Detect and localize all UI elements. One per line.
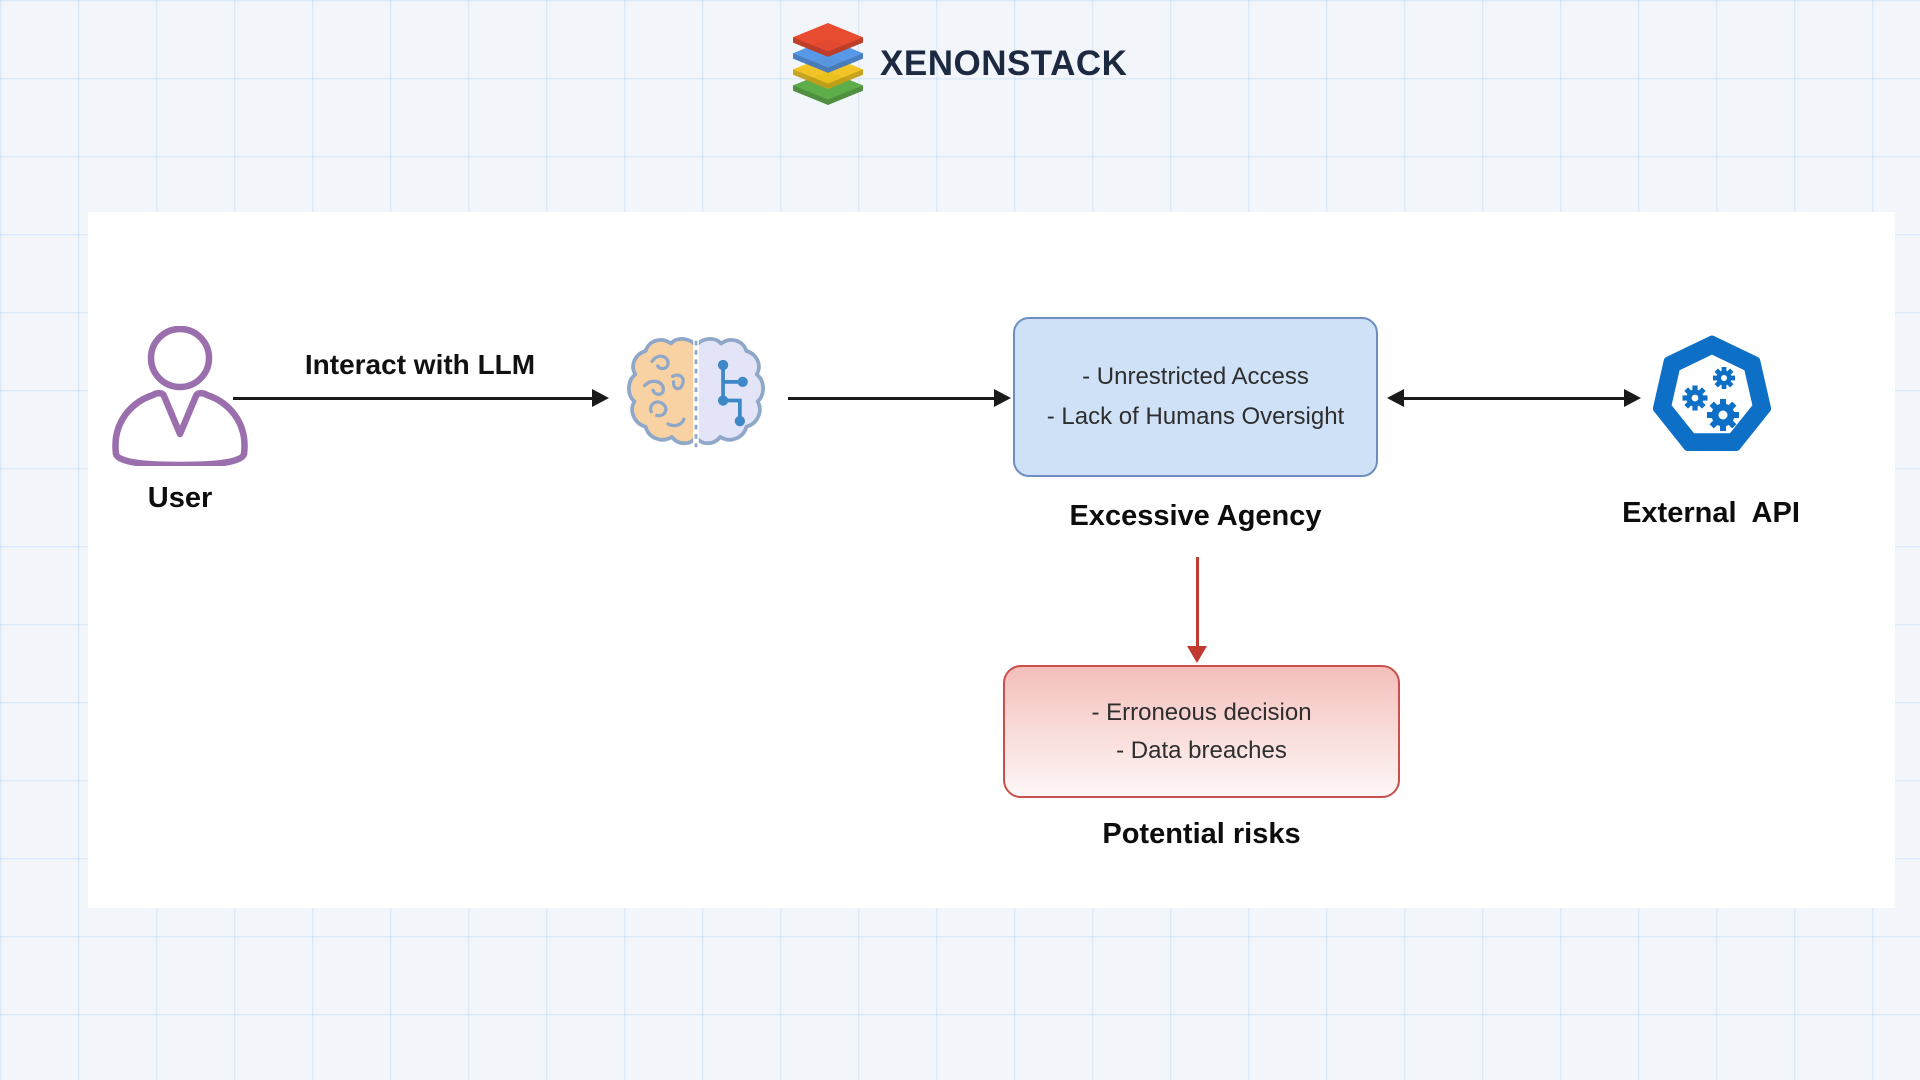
potential-risks-box: - Erroneous decision - Data breaches (1003, 665, 1400, 798)
brand-name: XENONSTACK (880, 44, 1128, 83)
gear-icon (1682, 385, 1708, 411)
potential-risks-caption: Potential risks (1102, 818, 1301, 850)
arrowhead-right-icon (592, 389, 609, 407)
ai-brain-icon (627, 337, 765, 448)
risk-item-erroneous-decision: - Erroneous decision (1091, 698, 1312, 726)
arrow-agency-to-risks (1196, 557, 1199, 649)
arrowhead-right-icon (994, 389, 1011, 407)
diagram-canvas (88, 212, 1895, 908)
brand-header: XENONSTACK (790, 22, 1127, 106)
arrowhead-down-icon (1187, 646, 1207, 663)
arrowhead-right-icon (1624, 389, 1641, 407)
excessive-agency-caption: Excessive Agency (1069, 500, 1322, 532)
external-api-icon (1652, 335, 1772, 451)
arrow-user-to-llm (233, 397, 595, 400)
excessive-agency-box: - Unrestricted Access - Lack of Humans O… (1013, 317, 1378, 477)
agency-item-lack-of-oversight: - Lack of Humans Oversight (1046, 403, 1345, 430)
user-caption: User (147, 482, 213, 514)
arrow-agency-api (1400, 397, 1628, 400)
xenonstack-logo-icon (793, 23, 863, 105)
user-icon (112, 326, 248, 466)
gear-icon (1713, 367, 1735, 389)
arrow-llm-to-agency (788, 397, 998, 400)
risk-item-data-breaches: - Data breaches (1116, 736, 1287, 764)
edge-label-interact-with-llm: Interact with LLM (304, 349, 536, 380)
agency-item-unrestricted-access: - Unrestricted Access (1082, 363, 1309, 390)
external-api-caption: External API (1622, 497, 1800, 529)
gear-icon (1707, 399, 1739, 431)
arrowhead-left-icon (1387, 389, 1404, 407)
